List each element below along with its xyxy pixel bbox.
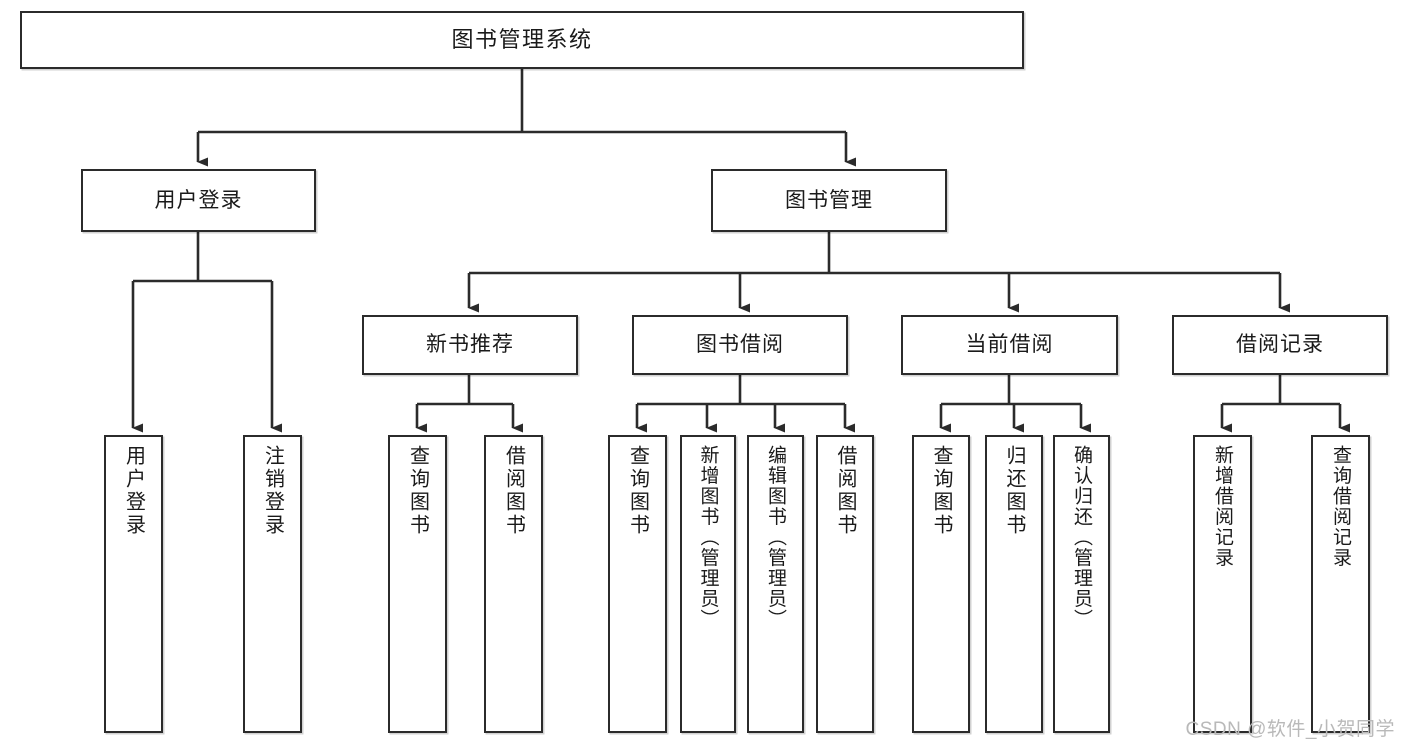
node-label: 查询图书 (930, 445, 952, 537)
node-label: 新书推荐 (426, 333, 514, 357)
node-leaf-logout[interactable]: 注销登录 (243, 435, 302, 733)
node-label: 归还图书 (1003, 445, 1025, 537)
node-label: 借阅记录 (1236, 333, 1324, 357)
node-label: 查询图书 (406, 445, 429, 537)
node-leaf-confirm-return[interactable]: 确认归还（管理员） (1053, 435, 1110, 733)
node-leaf-query-book-2[interactable]: 查询图书 (608, 435, 667, 733)
node-label: 新增图书（管理员） (697, 445, 719, 630)
node-borrow-record[interactable]: 借阅记录 (1172, 315, 1388, 375)
node-label: 查询借阅记录 (1330, 445, 1351, 568)
node-label: 用户登录 (122, 445, 145, 537)
node-leaf-return-book[interactable]: 归还图书 (985, 435, 1043, 733)
node-label: 新增借阅记录 (1212, 445, 1233, 568)
node-leaf-query-record[interactable]: 查询借阅记录 (1311, 435, 1370, 733)
node-root-book-management-system[interactable]: 图书管理系统 (20, 11, 1024, 69)
node-leaf-edit-book[interactable]: 编辑图书（管理员） (747, 435, 804, 733)
node-label: 查询图书 (626, 445, 649, 537)
csdn-watermark: CSDN @软件_小贺同学 (1185, 719, 1395, 740)
node-book-borrow[interactable]: 图书借阅 (632, 315, 848, 375)
node-leaf-borrow-book-2[interactable]: 借阅图书 (816, 435, 874, 733)
node-label: 确认归还（管理员） (1071, 445, 1092, 630)
node-new-book-recommend[interactable]: 新书推荐 (362, 315, 578, 375)
node-leaf-borrow-book-1[interactable]: 借阅图书 (484, 435, 543, 733)
node-user-login[interactable]: 用户登录 (81, 169, 316, 232)
node-label: 图书管理 (785, 188, 873, 212)
node-leaf-add-record[interactable]: 新增借阅记录 (1193, 435, 1252, 733)
node-label: 用户登录 (154, 188, 243, 212)
node-current-borrow[interactable]: 当前借阅 (901, 315, 1118, 375)
node-leaf-query-book-3[interactable]: 查询图书 (912, 435, 970, 733)
node-label: 借阅图书 (502, 445, 525, 537)
node-label: 当前借阅 (965, 333, 1054, 357)
node-label: 借阅图书 (834, 445, 856, 537)
node-label: 编辑图书（管理员） (765, 445, 786, 630)
node-leaf-query-book-1[interactable]: 查询图书 (388, 435, 447, 733)
node-leaf-add-book[interactable]: 新增图书（管理员） (680, 435, 736, 733)
node-book-management[interactable]: 图书管理 (711, 169, 947, 232)
node-label: 注销登录 (261, 445, 284, 537)
node-label: 图书管理系统 (451, 26, 593, 52)
node-label: 图书借阅 (696, 333, 784, 357)
node-leaf-user-login[interactable]: 用户登录 (104, 435, 163, 733)
